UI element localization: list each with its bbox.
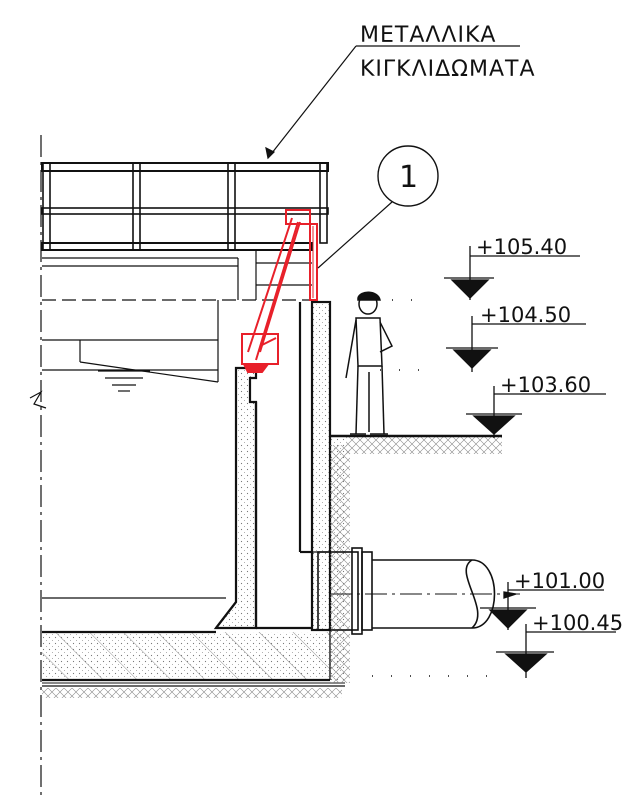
metal-railing xyxy=(41,162,329,251)
elevation-marker-104-50 xyxy=(446,316,586,372)
ground xyxy=(330,434,502,683)
callout-number: 1 xyxy=(399,160,418,195)
note-leader xyxy=(265,45,520,160)
elevation-label: +104.50 xyxy=(480,303,571,327)
elevation-marker-103-60 xyxy=(466,386,606,438)
upper-slab xyxy=(42,250,312,301)
water-level-icon xyxy=(98,370,150,392)
elevation-label: +103.60 xyxy=(500,373,591,397)
floor-slab xyxy=(42,597,345,698)
callout-bubble xyxy=(317,145,439,269)
railing-note-line1: ΜΕΤΑΛΛΙΚΑ xyxy=(360,23,496,48)
channel-walls xyxy=(254,302,312,630)
elevation-marker-100-45 xyxy=(496,624,616,678)
reference-lines xyxy=(372,299,500,677)
outlet-pipe xyxy=(317,547,520,635)
gate-mechanism xyxy=(241,209,318,373)
break-symbol xyxy=(29,390,47,409)
elevation-label: +101.00 xyxy=(514,569,605,593)
tank-wall xyxy=(213,366,258,630)
worker-figure xyxy=(345,291,394,435)
elevation-label: +105.40 xyxy=(476,235,567,259)
railing-note-line2: ΚΙΓΚΛΙΔΩΜΑΤΑ xyxy=(360,57,536,82)
weir-beam xyxy=(42,300,219,383)
elevation-label: +100.45 xyxy=(532,611,623,635)
elevation-marker-101-00 xyxy=(480,582,604,630)
elevation-marker-105-40 xyxy=(444,246,580,300)
